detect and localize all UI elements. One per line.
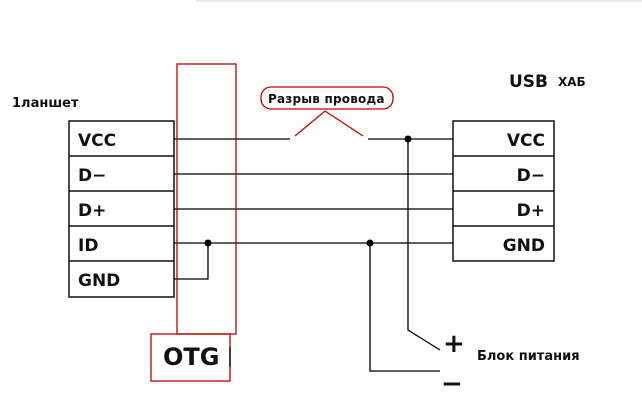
power-supply-label: Блок питания [477,349,580,364]
junction-dot-gnd [366,239,374,247]
tablet-pin-gnd: GND [78,271,120,291]
wires [174,138,453,372]
wire-break-callout: Разрыв провода [260,86,394,137]
tablet-pin-id: ID [78,236,98,256]
junction-dot-id [204,239,212,247]
power-minus-sign: − [441,369,463,399]
hub-title-hub: ХАБ [558,75,586,89]
hub-connector: VCC D− D+ GND [452,120,555,262]
otg-highlight: OTG [150,63,237,382]
otg-label: OTG [163,343,219,371]
power-plus-sign: + [443,329,465,359]
wire-break-label: Разрыв провода [268,92,385,106]
hub-pin-gnd: GND [503,236,545,256]
wire-power-plus [407,139,441,351]
tablet-title: 1ланшет [12,96,79,111]
hub-pin-dplus: D+ [517,201,545,221]
power-supply: + − Блок питания [441,329,580,399]
junction-dot-vcc [404,135,412,143]
tablet-pin-vcc: VCC [78,131,116,151]
wire-id-gnd-jumper [174,243,209,280]
hub-pin-vcc: VCC [507,131,545,151]
wire-power-minus [369,243,440,372]
tablet-connector: VCC D− D+ ID GND [68,120,175,298]
hub-title-usb: USB [509,72,548,92]
hub-pin-dminus: D− [517,166,545,186]
tablet-pin-dminus: D− [78,166,106,186]
tablet-pin-dplus: D+ [78,201,106,221]
